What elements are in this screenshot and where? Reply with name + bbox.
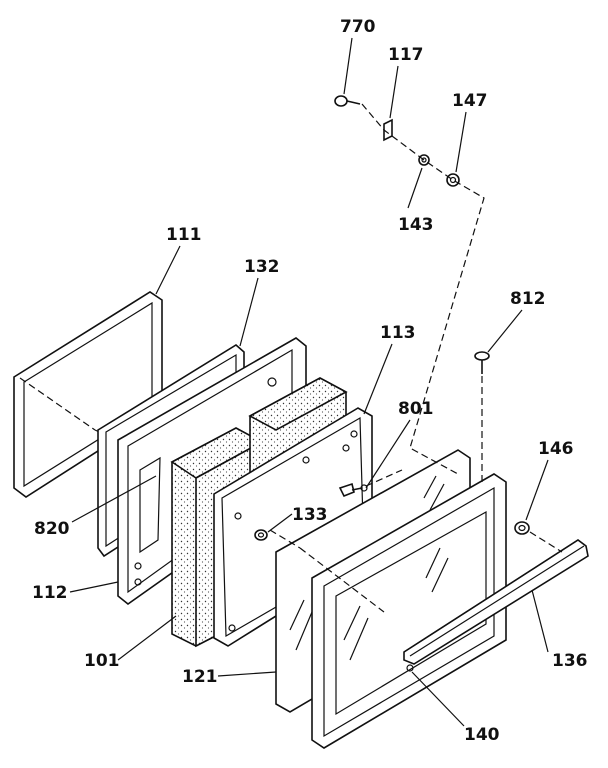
label-801: 801 — [398, 399, 434, 419]
label-133: 133 — [292, 505, 328, 525]
label-132: 132 — [244, 257, 280, 277]
label-117: 117 — [388, 45, 424, 65]
part-770-screw — [334, 95, 361, 107]
part-801-screw — [338, 482, 368, 498]
part-140-outer-door-frame — [311, 473, 507, 749]
label-101: 101 — [84, 651, 120, 671]
part-143-washer — [418, 154, 430, 166]
label-113: 113 — [380, 323, 416, 343]
label-820: 820 — [34, 519, 70, 539]
part-146-spacer — [514, 521, 530, 535]
assembly-lines — [269, 103, 563, 613]
label-136: 136 — [552, 651, 588, 671]
label-111: 111 — [166, 225, 202, 245]
label-770: 770 — [340, 17, 376, 37]
label-140: 140 — [464, 725, 500, 745]
part-117-hinge-bracket — [383, 118, 393, 142]
label-812: 812 — [510, 289, 546, 309]
part-147-washer — [446, 173, 460, 187]
label-143: 143 — [398, 215, 434, 235]
callout-labels: 770 117 147 143 111 132 812 113 801 146 … — [32, 17, 588, 745]
part-136-door-handle — [403, 539, 589, 665]
label-112: 112 — [32, 583, 68, 603]
label-146: 146 — [538, 439, 574, 459]
label-121: 121 — [182, 667, 218, 687]
part-133-grommet — [254, 529, 268, 541]
leader-lines — [69, 37, 549, 727]
part-812-screw — [474, 351, 490, 374]
label-147: 147 — [452, 91, 488, 111]
